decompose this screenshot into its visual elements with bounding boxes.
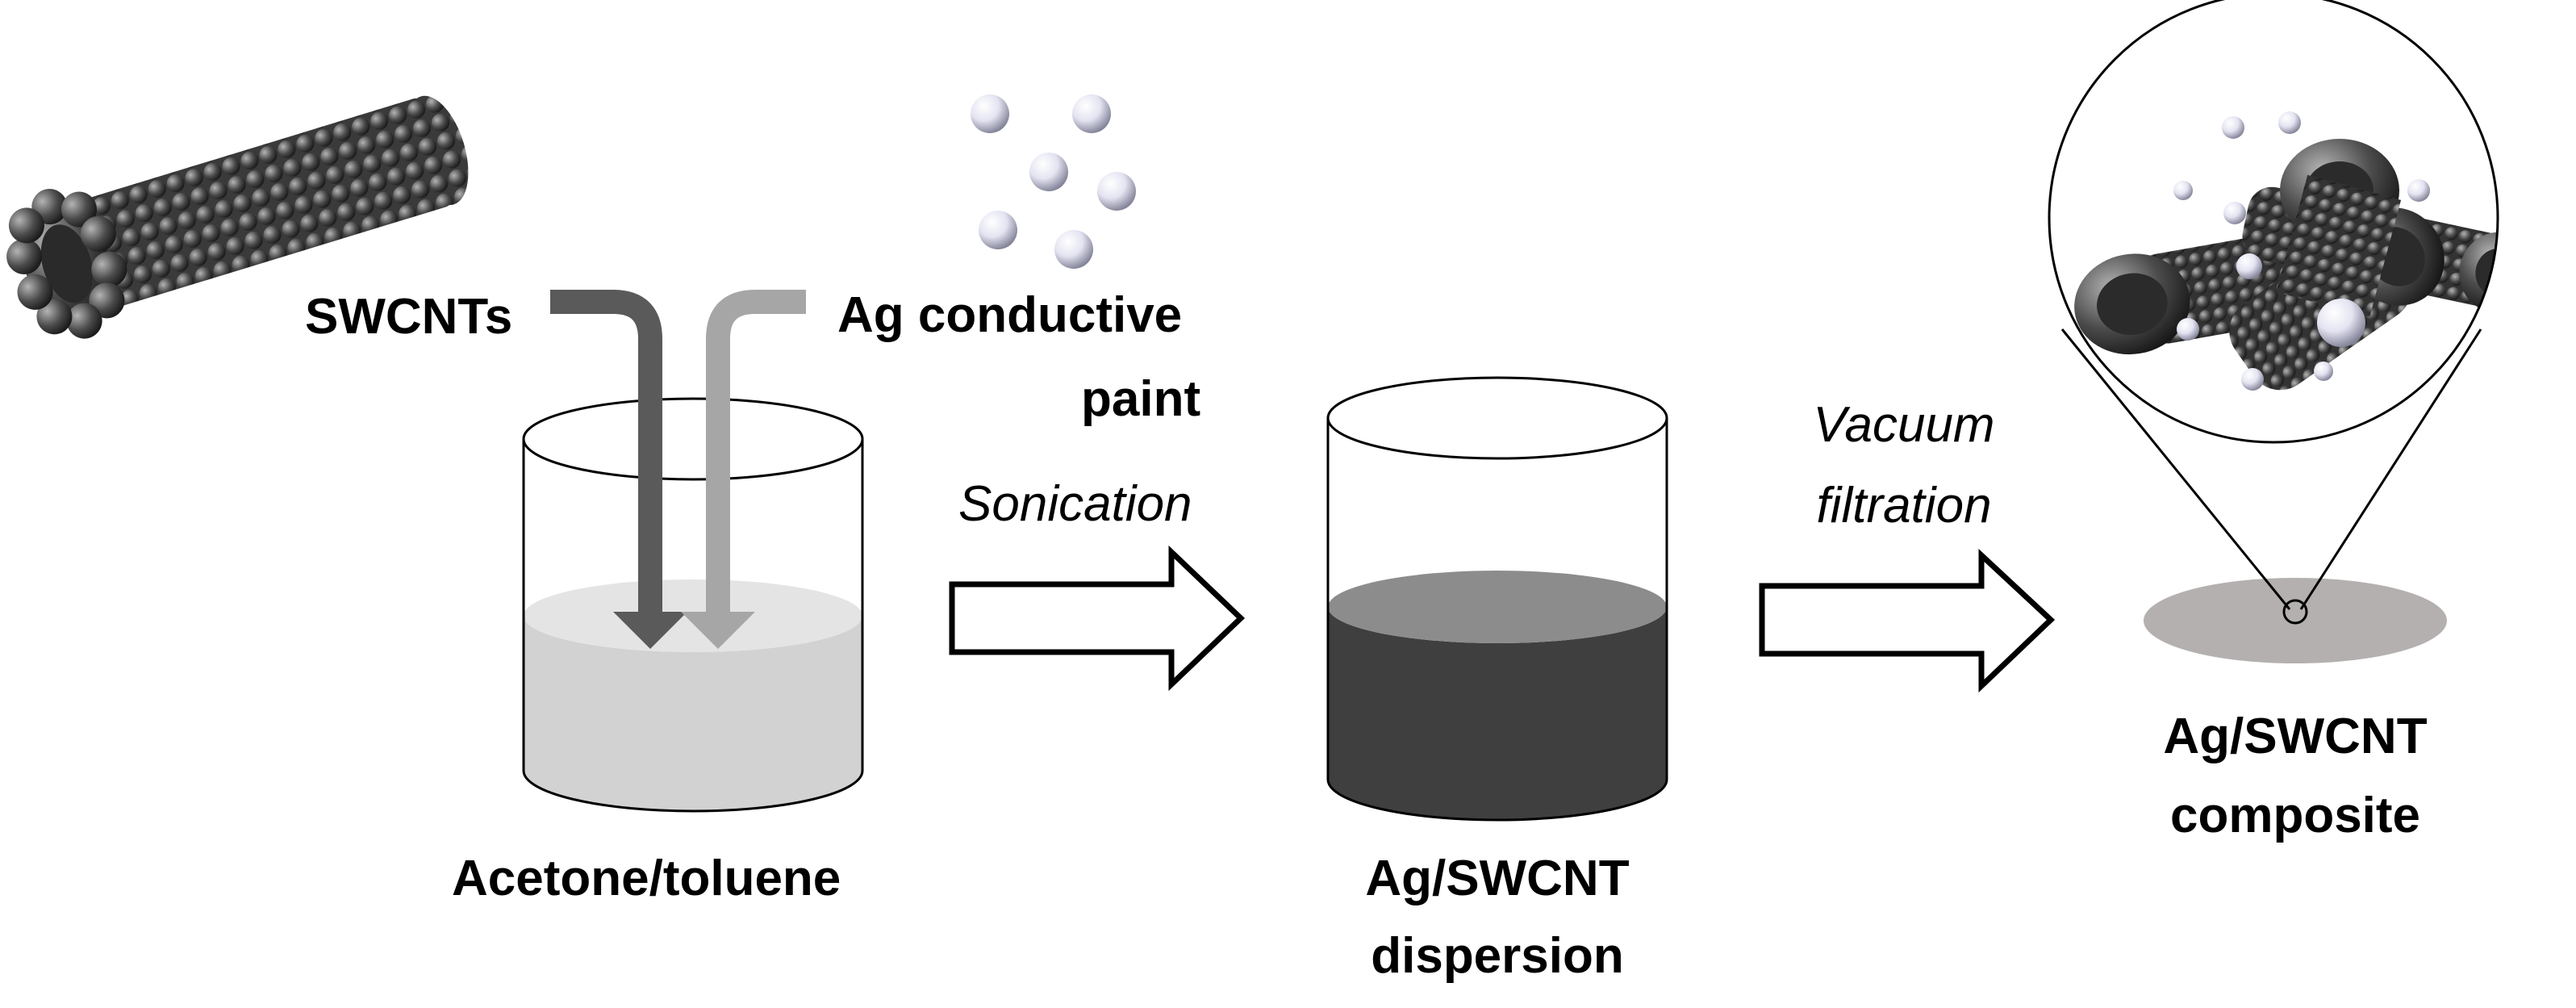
swcnt-feed-arrow xyxy=(550,290,687,649)
zoom-callout xyxy=(2048,0,2499,625)
composite-film xyxy=(2144,578,2447,663)
dispersion-liquid xyxy=(1328,607,1667,820)
dispersion-label-line2: dispersion xyxy=(1371,928,1624,984)
sonication-label: Sonication xyxy=(958,476,1192,532)
solvent-label: Acetone/toluene xyxy=(452,851,841,906)
ag-paint-label-line1: Ag conductive xyxy=(837,287,1183,343)
filtration-label-line2: filtration xyxy=(1816,478,1992,533)
silver-particles xyxy=(971,94,1136,269)
dispersion-label-line1: Ag/SWCNT xyxy=(1365,851,1630,906)
filtration-label-line1: Vacuum xyxy=(1813,397,1995,453)
dispersion-liquid-surface xyxy=(1328,571,1667,643)
composite-label-line1: Ag/SWCNT xyxy=(2163,709,2428,764)
solvent-liquid xyxy=(524,616,862,811)
ag-feed-arrow xyxy=(681,290,806,649)
filtration-arrow xyxy=(1759,548,2056,693)
ag-paint-label-line2: paint xyxy=(1081,371,1201,427)
solvent-beaker xyxy=(522,397,864,813)
dispersion-beaker xyxy=(1326,376,1668,822)
nanotube-illustration xyxy=(6,95,469,339)
swcnt-label: SWCNTs xyxy=(305,289,513,345)
composite-label-line2: composite xyxy=(2169,788,2421,843)
sonication-arrow xyxy=(949,545,1246,692)
